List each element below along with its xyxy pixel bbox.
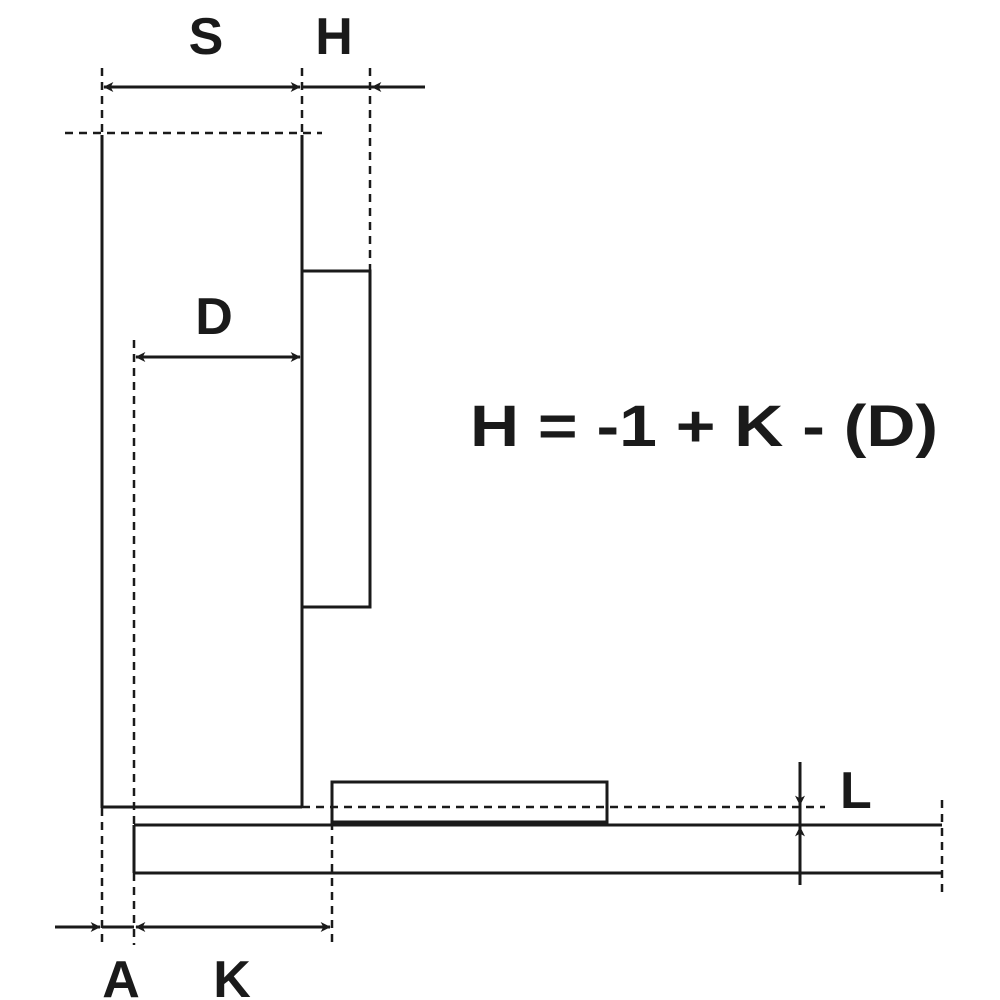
hinge-cup-plate xyxy=(330,780,609,824)
label-k: K xyxy=(213,951,251,1000)
label-l: L xyxy=(840,762,872,820)
door-panel xyxy=(132,800,944,893)
label-d: D xyxy=(195,288,233,346)
label-a: A xyxy=(102,951,140,1000)
reference-lines xyxy=(100,68,372,945)
label-h: H xyxy=(315,8,353,66)
label-s: S xyxy=(189,8,224,66)
cabinet-side-panel xyxy=(65,131,322,809)
hinge-mounting-plate xyxy=(300,269,372,609)
formula-text: H = -1 + K - (D) xyxy=(470,394,938,459)
